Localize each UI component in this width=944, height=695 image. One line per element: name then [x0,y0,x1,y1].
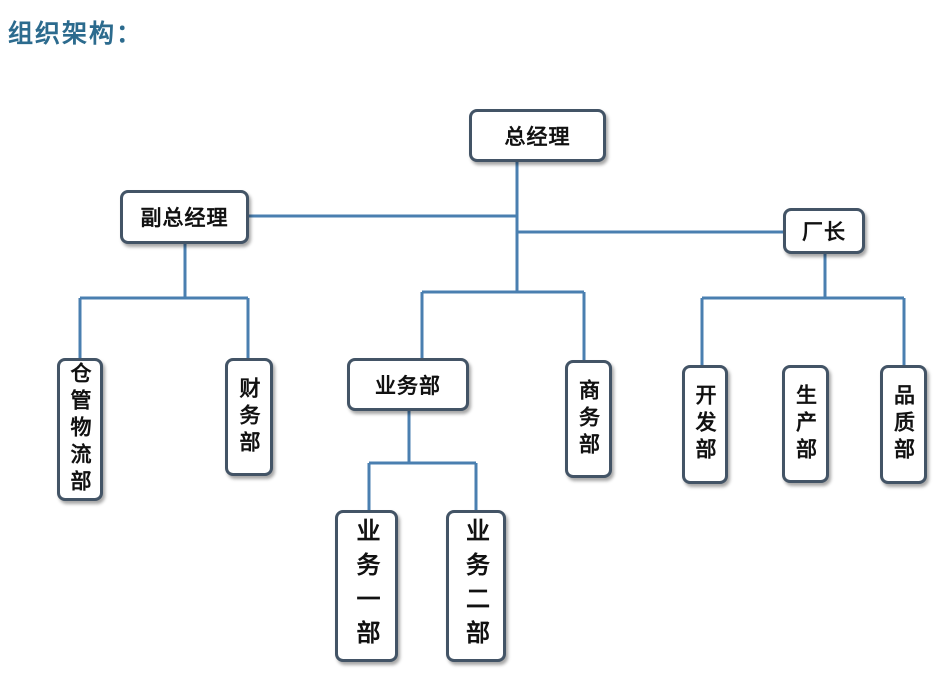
page-heading: 组织架构： [8,19,144,48]
node-production: 生产部 [782,365,829,483]
node-general-manager: 总经理 [469,109,606,162]
node-business-dept: 业务部 [347,358,469,411]
node-warehouse-logistics: 仓管物流部 [57,358,103,501]
node-commerce: 商务部 [565,360,612,478]
node-quality: 品质部 [880,365,927,484]
node-deputy-gm: 副总经理 [120,190,249,244]
node-factory-director: 厂长 [783,208,865,254]
node-development: 开发部 [682,365,728,484]
node-finance: 财务部 [225,358,273,476]
node-business-one: 业务一部 [335,510,398,662]
node-business-two: 业务二部 [446,510,506,662]
